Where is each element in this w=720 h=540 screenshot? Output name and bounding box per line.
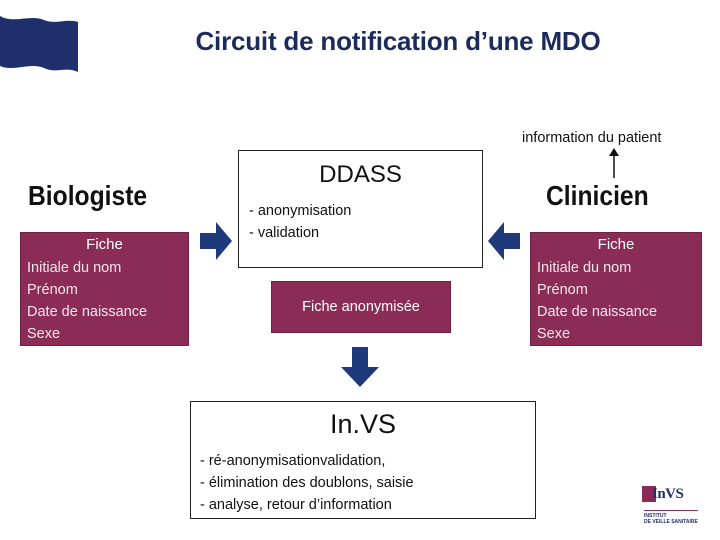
clinicien-field: Date de naissance bbox=[537, 304, 658, 320]
arrow-left-icon bbox=[488, 222, 520, 260]
biologiste-field: Prénom bbox=[27, 282, 78, 298]
biologiste-field: Sexe bbox=[27, 326, 61, 342]
biologiste-field: Initiale du nom bbox=[27, 260, 122, 276]
ddass-title: DDASS bbox=[319, 161, 402, 188]
logo-subtitle-line: DE VEILLE SANITAIRE bbox=[644, 519, 698, 525]
biologiste-card-title: Fiche bbox=[86, 236, 123, 253]
invs-step: - élimination des doublons, saisie bbox=[200, 475, 414, 491]
patient-info-label: information du patient bbox=[522, 130, 662, 146]
invs-step: - analyse, retour d’information bbox=[200, 497, 392, 513]
logo-mark-icon bbox=[642, 486, 656, 502]
invs-title: In.VS bbox=[329, 409, 397, 439]
ddass-step: - validation bbox=[249, 225, 320, 241]
clinicien-field: Initiale du nom bbox=[537, 260, 632, 276]
clinicien-card-title: Fiche bbox=[597, 236, 635, 253]
biologiste-field: Date de naissance bbox=[27, 304, 148, 320]
fiche-anonymisee-box: Fiche anonymisée bbox=[271, 281, 451, 333]
logo-text: InVS bbox=[652, 486, 684, 502]
biologiste-card: Fiche Initiale du nom Prénom Date de nai… bbox=[20, 232, 189, 346]
clinicien-heading: Clinicien bbox=[546, 180, 649, 211]
clinicien-field: Sexe bbox=[537, 326, 571, 342]
arrow-right-icon bbox=[200, 222, 232, 260]
page-title: Circuit de notification d’une MDO bbox=[195, 26, 601, 56]
logo-divider bbox=[644, 510, 698, 511]
invs-logo: InVS INSTITUT DE VEILLE SANITAIRE bbox=[640, 486, 704, 536]
biologiste-heading: Biologiste bbox=[28, 180, 148, 211]
logo-subtitle-line: INSTITUT bbox=[644, 513, 667, 519]
clinicien-field: Prénom bbox=[537, 282, 588, 298]
arrow-down-icon bbox=[341, 347, 379, 387]
invs-box: In.VS - ré-anonymisationvalidation, - él… bbox=[190, 401, 536, 519]
invs-step: - ré-anonymisationvalidation, bbox=[200, 453, 386, 469]
logo-subtitle: INSTITUT DE VEILLE SANITAIRE bbox=[644, 513, 698, 525]
clinicien-card: Fiche Initiale du nom Prénom Date de nai… bbox=[530, 232, 702, 346]
ddass-step: - anonymisation bbox=[249, 203, 352, 219]
ddass-box: DDASS - anonymisation - validation bbox=[238, 150, 483, 268]
flag-icon bbox=[0, 16, 78, 72]
arrow-up-icon bbox=[609, 148, 619, 178]
